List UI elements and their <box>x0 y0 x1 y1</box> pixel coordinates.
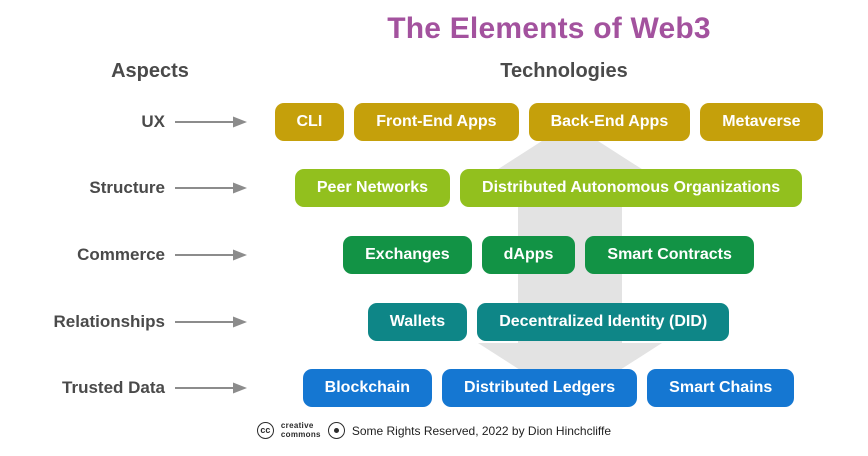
pill-wallets: Wallets <box>367 303 468 341</box>
right-arrow-icon <box>173 382 247 394</box>
pill-smart-contracts: Smart Contracts <box>585 236 754 274</box>
pill-dapps: dApps <box>481 236 576 274</box>
row-commerce: Commerce Exchanges dApps Smart Contracts <box>0 236 868 274</box>
row-relationships: Relationships Wallets Decentralized Iden… <box>0 303 868 341</box>
cc-wordmark-line2: commons <box>280 429 321 439</box>
pill-peer-networks: Peer Networks <box>294 169 451 207</box>
row-label-trusted-data: Trusted Data <box>62 378 165 397</box>
pill-smart-chains: Smart Chains <box>647 369 795 407</box>
row-trusted-data: Trusted Data Blockchain Distributed Ledg… <box>0 369 868 407</box>
row-label-commerce: Commerce <box>77 245 165 264</box>
pill-group-relationships: Wallets Decentralized Identity (DID) <box>247 303 868 341</box>
pill-distributed-ledgers: Distributed Ledgers <box>442 369 638 407</box>
pill-metaverse: Metaverse <box>700 103 823 141</box>
cc-wordmark: creative commons <box>280 421 321 439</box>
rights-badge-dot <box>333 428 339 433</box>
row-label-ux: UX <box>141 112 165 131</box>
pill-blockchain: Blockchain <box>302 369 433 407</box>
right-arrow-icon <box>173 182 247 194</box>
pill-cli: CLI <box>274 103 345 141</box>
column-header-technologies: Technologies <box>500 60 628 82</box>
cc-wordmark-line1: creative <box>280 421 314 431</box>
right-arrow-icon <box>173 316 247 328</box>
right-arrow-icon <box>173 116 247 128</box>
pill-back-end-apps: Back-End Apps <box>528 103 691 141</box>
footer-text: Some Rights Reserved, 2022 by Dion Hinch… <box>351 423 612 438</box>
pill-group-structure: Peer Networks Distributed Autonomous Org… <box>247 169 868 207</box>
pill-group-ux: CLI Front-End Apps Back-End Apps Metaver… <box>247 103 868 141</box>
license-footer: cc creative commons Some Rights Reserved… <box>0 421 868 439</box>
row-ux: UX CLI Front-End Apps Back-End Apps Meta… <box>0 103 868 141</box>
row-label-relationships: Relationships <box>53 312 165 331</box>
row-structure: Structure Peer Networks Distributed Auto… <box>0 169 868 207</box>
right-arrow-icon <box>173 249 247 261</box>
pill-exchanges: Exchanges <box>343 236 472 274</box>
pill-decentralized-identity: Decentralized Identity (DID) <box>477 303 730 341</box>
column-header-aspects: Aspects <box>111 60 189 82</box>
rights-badge-icon <box>327 422 345 439</box>
cc-logo-icon: cc <box>256 422 274 439</box>
pill-distributed-autonomous-organizations: Distributed Autonomous Organizations <box>460 169 803 207</box>
row-label-structure: Structure <box>89 178 165 197</box>
pill-group-commerce: Exchanges dApps Smart Contracts <box>247 236 868 274</box>
pill-group-trusted-data: Blockchain Distributed Ledgers Smart Cha… <box>247 369 868 407</box>
pill-front-end-apps: Front-End Apps <box>354 103 519 141</box>
page-title: The Elements of Web3 <box>387 12 711 45</box>
